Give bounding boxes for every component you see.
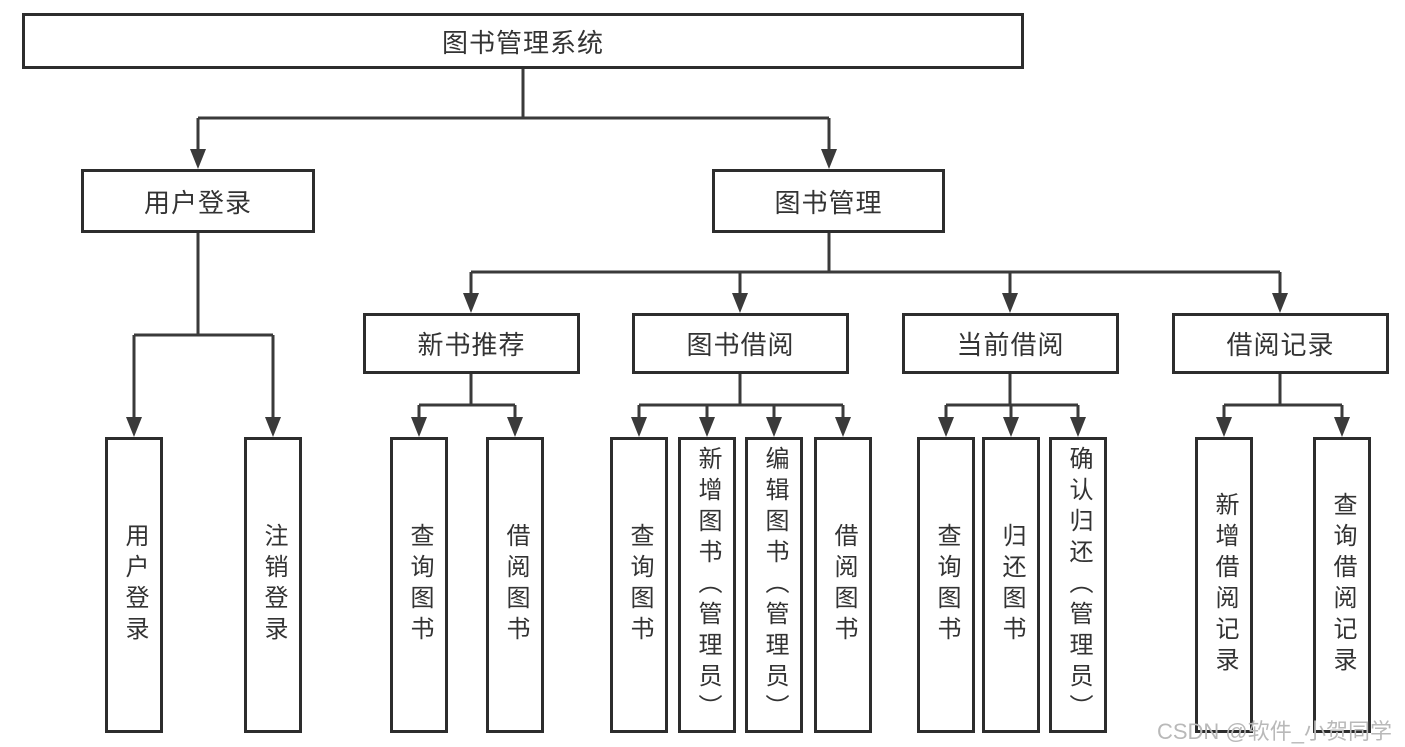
connector-user-login-children (132, 233, 275, 420)
node-borrowing-records: 借阅记录 (1172, 313, 1389, 374)
leaf-query-borrow-record: 查询借阅记录 (1313, 437, 1371, 733)
csdn-watermark: CSDN @软件_小贺同学 (1156, 719, 1392, 744)
leaf-borrow-books: 借阅图书 (814, 437, 872, 733)
connector-book-borrowing-children (637, 374, 845, 420)
leaf-confirm-return-admin: 确认归还（管理员） (1049, 437, 1107, 733)
leaf-add-books-admin: 新增图书（管理员） (678, 437, 736, 733)
leaf-edit-books-admin: 编辑图书（管理员） (745, 437, 803, 733)
connector-root-to-level2 (196, 69, 831, 152)
leaf-logout-login: 注销登录 (244, 437, 302, 733)
connector-current-borrowing-children (944, 374, 1080, 420)
leaf-add-borrow-record: 新增借阅记录 (1195, 437, 1253, 733)
leaf-borrow-books-recommend: 借阅图书 (486, 437, 544, 733)
node-book-borrowing: 图书借阅 (632, 313, 849, 374)
connector-borrowing-records-children (1222, 374, 1344, 420)
node-current-borrowing: 当前借阅 (902, 313, 1119, 374)
node-user-login: 用户登录 (81, 169, 315, 233)
leaf-query-books-recommend: 查询图书 (390, 437, 448, 733)
connector-new-book-recommend-children (417, 374, 517, 420)
leaf-user-login: 用户登录 (105, 437, 163, 733)
connector-book-management-children (469, 233, 1282, 296)
arrowheads (126, 149, 1350, 437)
leaf-query-books-borrow: 查询图书 (610, 437, 668, 733)
leaf-return-books: 归还图书 (982, 437, 1040, 733)
leaf-query-books-current: 查询图书 (917, 437, 975, 733)
node-book-management: 图书管理 (712, 169, 945, 233)
node-library-management-system: 图书管理系统 (22, 13, 1024, 69)
node-new-book-recommend: 新书推荐 (363, 313, 580, 374)
